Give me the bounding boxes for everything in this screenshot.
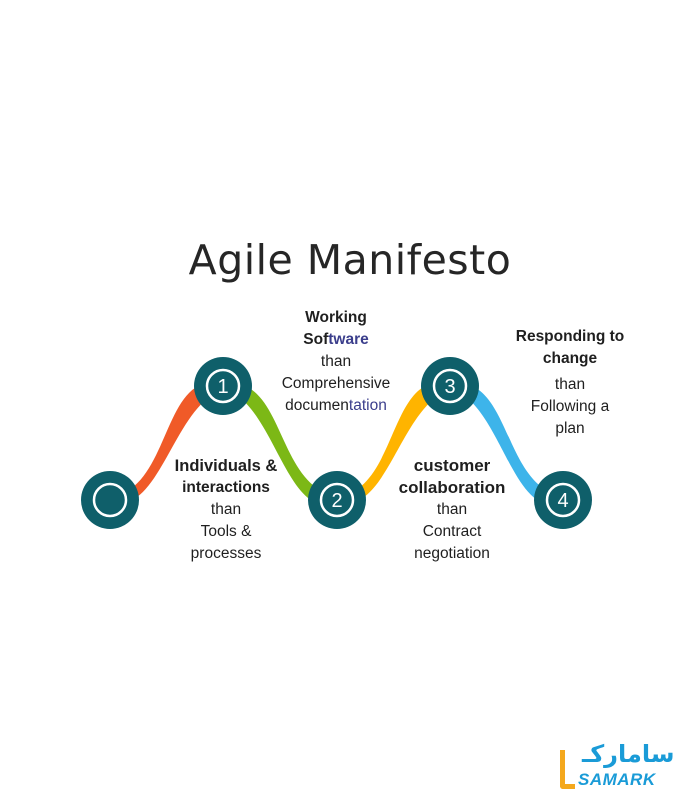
page-title: Agile Manifesto — [188, 236, 512, 284]
value-1-heading-1: Individuals & — [174, 457, 278, 475]
logo-latin-text: SAMARK — [578, 770, 656, 789]
step-node-4-disc — [534, 471, 592, 529]
value-4-line-1: than — [554, 376, 586, 393]
step-node-2-disc — [308, 471, 366, 529]
step-node-1: 1 — [194, 357, 252, 415]
step-node-0-disc — [81, 471, 139, 529]
step-node-4: 4 — [534, 471, 592, 529]
step-node-0-ring — [92, 482, 128, 518]
value-2-last-blue: tation — [348, 397, 387, 414]
value-1-line-1: than — [210, 501, 242, 518]
value-2-text: Working Software than Comprehensive docu… — [262, 307, 410, 417]
step-node-2: 2 — [308, 471, 366, 529]
value-3-line-3: negotiation — [414, 545, 490, 562]
value-2-line-3: documentation — [262, 395, 410, 417]
step-node-4-number: 4 — [557, 490, 568, 512]
value-2-heading-dark: Sof — [303, 331, 329, 348]
value-4-heading-1: Responding to — [515, 328, 625, 345]
step-node-1-number: 1 — [217, 376, 228, 398]
step-node-0 — [81, 471, 139, 529]
value-3-text: customer collaboration than Contract neg… — [380, 455, 524, 565]
value-4-line-2: Following a — [530, 398, 610, 415]
value-2-line-1: than — [320, 353, 352, 370]
samark-logo: ساماركـ SAMARK — [560, 740, 678, 792]
value-2-last-dark: documen — [285, 397, 349, 414]
value-4-line-3: plan — [555, 420, 585, 437]
value-2-heading-1: Working — [305, 309, 367, 326]
value-1-text: Individuals & interactions than Tools & … — [150, 455, 302, 565]
value-2-line-2: Comprehensive — [281, 375, 391, 392]
value-4-heading-2: change — [542, 350, 598, 367]
value-4-text: Responding to change than Following a pl… — [500, 326, 640, 440]
value-3-heading-2: collaboration — [398, 478, 506, 497]
logo-arabic-text: ساماركـ — [582, 740, 675, 768]
value-1-heading-2: interactions — [182, 479, 270, 496]
step-node-2-number: 2 — [331, 490, 342, 512]
value-1-line-3: processes — [190, 545, 262, 562]
value-2-heading-2: Software — [262, 329, 410, 351]
step-node-3: 3 — [421, 357, 479, 415]
value-3-line-2: Contract — [422, 523, 482, 540]
value-1-line-2: Tools & — [200, 523, 252, 540]
step-node-4-ring — [545, 482, 581, 518]
step-node-2-ring — [319, 482, 355, 518]
step-node-1-ring — [205, 368, 241, 404]
step-node-1-disc — [194, 357, 252, 415]
wave-ribbons — [110, 382, 563, 506]
wave-segment-3 — [337, 382, 450, 504]
value-3-heading-1: customer — [413, 456, 491, 475]
value-3-line-1: than — [436, 501, 468, 518]
wave-segment-4 — [450, 382, 563, 506]
wave-segment-1 — [110, 382, 223, 504]
step-node-3-disc — [421, 357, 479, 415]
step-node-3-number: 3 — [444, 376, 455, 398]
wave-nodes: 1 2 3 4 — [81, 357, 592, 529]
logo-bracket-icon — [560, 750, 575, 789]
step-node-3-ring — [432, 368, 468, 404]
value-2-heading-blue: tware — [328, 331, 369, 348]
wave-segment-2 — [223, 382, 337, 506]
